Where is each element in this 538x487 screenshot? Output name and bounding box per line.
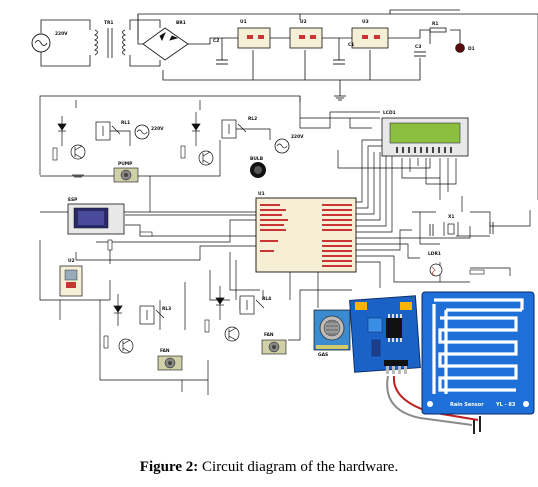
- fan1-label: FAN: [160, 348, 170, 354]
- ground-1: [72, 174, 84, 178]
- resistor-base-2: [180, 145, 186, 159]
- transistor-q1: [70, 144, 86, 160]
- relay-rl1-label: RL1: [121, 120, 130, 126]
- bridge-label: BR1: [176, 20, 186, 26]
- relay-rl2: [221, 119, 271, 140]
- capacitor-c3-label: C3: [415, 44, 421, 50]
- transistor-q4: [224, 326, 240, 342]
- ac-source-label: 220V: [55, 31, 68, 37]
- ground-symbol: [334, 95, 346, 101]
- gas-sensor: [313, 309, 351, 351]
- power-supply: [40, 9, 538, 96]
- resistor-base-3: [103, 335, 109, 349]
- regulator-u2-label: U2: [300, 19, 307, 25]
- ldr-sensor: [429, 263, 443, 277]
- capacitor-c2-label: C2: [213, 38, 219, 44]
- relay-rl4-label: RL4: [262, 296, 271, 302]
- ac-source-3-label: 220V: [291, 134, 304, 140]
- circuit-schematic: 220V TR1 BR1 C2 U1 U2 U3 C1: [31, 9, 538, 434]
- figure-caption: Figure 2: Circuit diagram of the hardwar…: [0, 459, 538, 476]
- rain-module-id: YL - 83: [495, 402, 516, 408]
- capacitor-c2-symbol: [216, 59, 228, 65]
- gas-sensor-label: GAS: [318, 352, 328, 358]
- esp-module: [67, 203, 125, 235]
- ac-source-2-label: 220V: [151, 126, 164, 132]
- microcontroller: [255, 197, 357, 273]
- ldr-label: LDR1: [428, 251, 441, 257]
- relay-rl4: [239, 295, 265, 315]
- microcontroller-label: U1: [258, 191, 265, 197]
- bulb-lamp: [250, 162, 266, 178]
- ac-source-symbol: [31, 33, 51, 53]
- relay-rl3-label: RL3: [162, 306, 171, 312]
- led-d1-symbol: [455, 43, 465, 53]
- capacitor-c3-symbol: [414, 51, 426, 57]
- resistor-base-4: [204, 319, 210, 333]
- crystal-x1: [443, 222, 459, 236]
- regulator-u2: [289, 27, 323, 49]
- fan2-label: FAN: [264, 332, 274, 338]
- diode-d4: [215, 286, 225, 320]
- transistor-q2: [198, 150, 214, 166]
- humidity-label: U2: [68, 258, 75, 264]
- transformer-symbol: [94, 28, 126, 58]
- resistor-humidity: [107, 239, 113, 251]
- ac-source-2: [134, 124, 150, 140]
- resistor-r1-label: R1: [432, 21, 438, 27]
- capacitor-c6: [489, 222, 494, 234]
- pump-label: PUMP: [118, 161, 133, 167]
- lcd-label: LCD1: [383, 110, 396, 116]
- diode-d2: [191, 112, 201, 146]
- resistor-ldr: [469, 269, 485, 275]
- rain-controller-board: [349, 295, 421, 374]
- transformer-label: TR1: [104, 20, 113, 26]
- regulator-u3-label: U3: [362, 19, 369, 25]
- humidity-sensor: [59, 265, 83, 297]
- capacitor-c1-symbol: [333, 59, 345, 65]
- led-d1-label: D1: [468, 46, 475, 52]
- resistor-base-1: [52, 147, 58, 161]
- pump-motor: [113, 167, 139, 183]
- resistor-r1-symbol: [429, 27, 447, 33]
- transistor-q3: [118, 338, 134, 354]
- esp-label: ESP: [68, 197, 78, 203]
- rain-sensor-plate: [421, 291, 535, 415]
- rain-module-label: Rain Sensor: [450, 402, 484, 408]
- relay-rl2-label: RL2: [248, 116, 257, 122]
- fan-motor-2: [261, 339, 287, 355]
- caption-label: Figure 2:: [139, 459, 199, 475]
- caption-text: Circuit diagram of the hardware.: [198, 459, 399, 475]
- diode-d1: [57, 116, 67, 146]
- lcd-display: [381, 117, 469, 157]
- bulb-label: BULB: [250, 156, 264, 162]
- bridge-rectifier-symbol: [142, 27, 189, 61]
- diode-d3: [113, 294, 123, 326]
- relay-rl3: [139, 305, 165, 325]
- crystal-label: X1: [448, 214, 454, 220]
- fan-motor-1: [157, 355, 183, 371]
- ac-source-3: [274, 138, 290, 154]
- regulator-u1: [237, 27, 271, 49]
- relay-rl1: [95, 121, 131, 146]
- capacitor-c5: [429, 224, 434, 236]
- regulator-u3: [351, 27, 389, 49]
- capacitor-c1-label: C1: [348, 42, 354, 48]
- resistor-esp: [139, 231, 153, 237]
- regulator-u1-label: U1: [240, 19, 247, 25]
